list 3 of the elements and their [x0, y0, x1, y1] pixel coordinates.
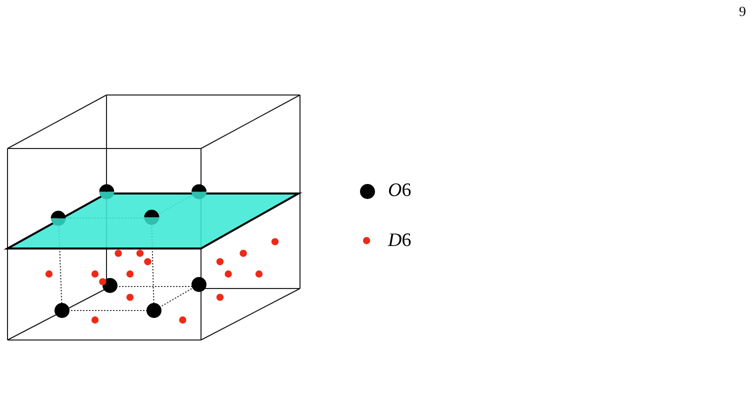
- legend-label: D6: [388, 230, 412, 252]
- page-number: 9: [739, 5, 746, 21]
- legend-label: O6: [388, 180, 412, 202]
